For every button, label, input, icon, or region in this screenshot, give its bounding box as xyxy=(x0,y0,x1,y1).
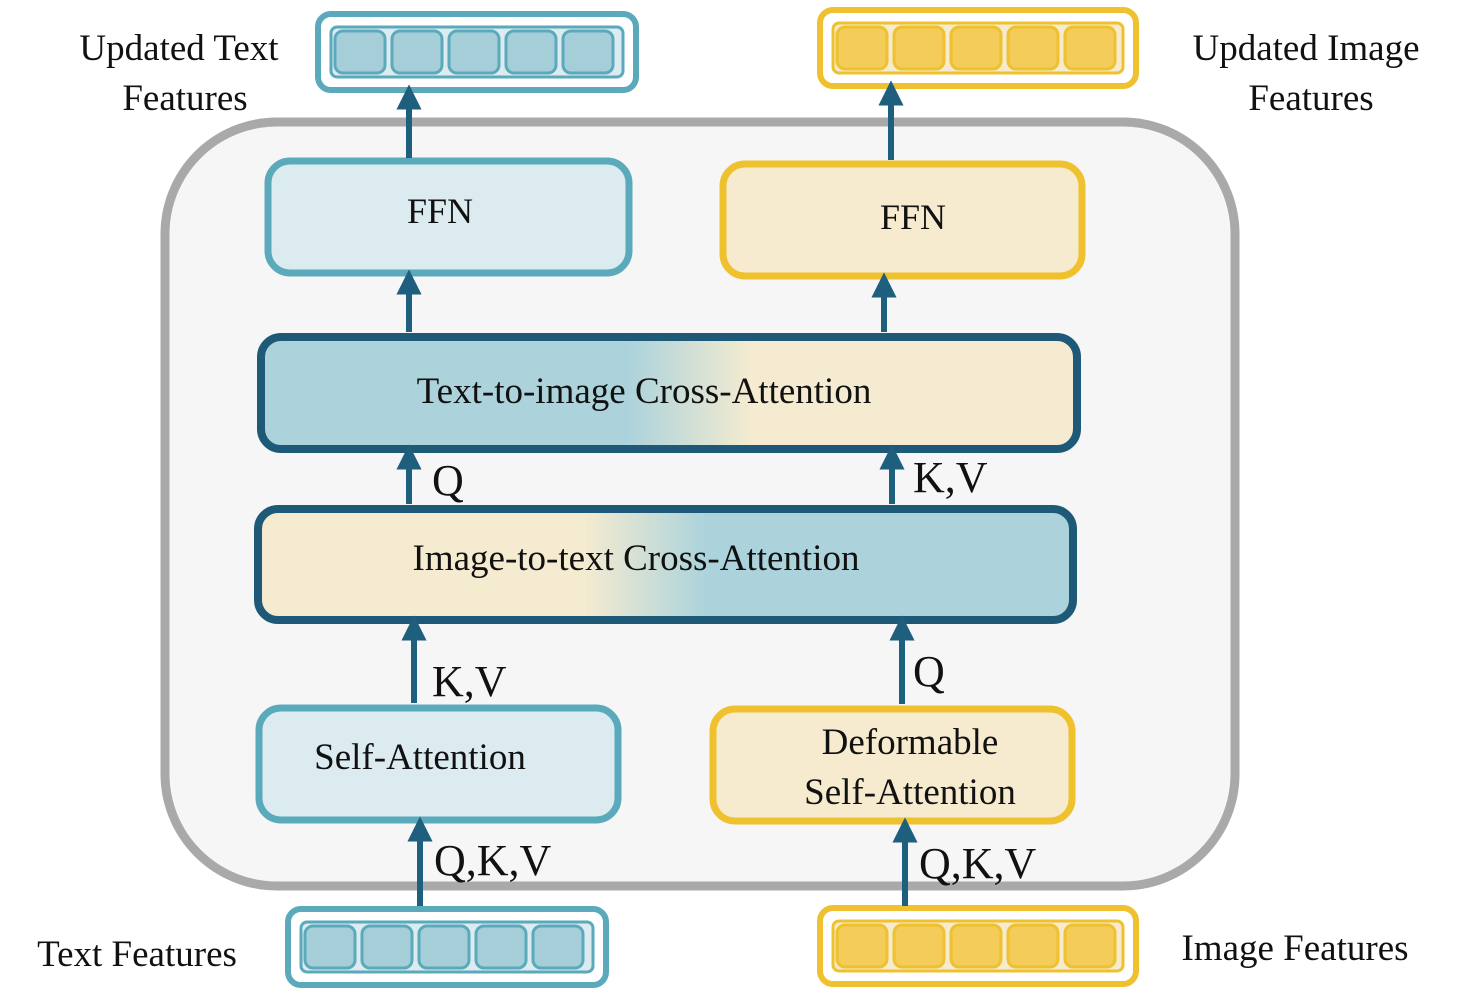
updated-text-token-strip xyxy=(315,11,639,93)
token-cell xyxy=(1063,923,1117,969)
token-cell xyxy=(1006,25,1060,71)
token-cell xyxy=(561,29,615,75)
updated-text-features-label-line1: Updated Text xyxy=(79,28,279,69)
image-to-text-cross-attention-block xyxy=(254,505,1077,624)
ffn-text-block xyxy=(264,157,633,277)
token-cell xyxy=(835,923,889,969)
image-features-label: Image Features xyxy=(1181,928,1408,969)
qkv-label-image: Q,K,V xyxy=(919,839,1037,888)
image-features-token-strip xyxy=(817,905,1139,987)
token-cell xyxy=(1006,923,1060,969)
updated-text-features-label-line2: Features xyxy=(122,78,247,119)
text-features-token-strip xyxy=(285,906,609,988)
text-to-image-cross-attention-block xyxy=(257,333,1081,453)
text-features-label: Text Features xyxy=(37,934,237,975)
image-to-text-cross-attention-label: Image-to-text Cross-Attention xyxy=(413,538,860,579)
ffn-text-label: FFN xyxy=(407,191,473,231)
token-cell xyxy=(333,29,387,75)
token-cell xyxy=(504,29,558,75)
encoder-container xyxy=(160,117,1240,891)
kv-label-i2t: K,V xyxy=(432,657,507,706)
ffn-image-label: FFN xyxy=(880,197,946,237)
qkv-label-text: Q,K,V xyxy=(434,836,552,885)
deformable-label-line2: Self-Attention xyxy=(804,772,1016,813)
ffn-image-block xyxy=(719,160,1086,280)
token-cell xyxy=(447,29,501,75)
token-cell xyxy=(892,25,946,71)
token-cell xyxy=(303,924,357,970)
token-cell xyxy=(360,924,414,970)
token-cell xyxy=(949,25,1003,71)
self-attention-label: Self-Attention xyxy=(314,737,526,778)
token-cell xyxy=(892,923,946,969)
token-cell xyxy=(531,924,585,970)
q-label-i2t: Q xyxy=(913,647,945,696)
q-label-t2i: Q xyxy=(432,456,464,505)
token-cell xyxy=(949,923,1003,969)
token-cell xyxy=(835,25,889,71)
kv-label-t2i: K,V xyxy=(913,453,988,502)
token-cell xyxy=(417,924,471,970)
deformable-label-line1: Deformable xyxy=(822,722,999,763)
updated-image-features-label-line2: Features xyxy=(1248,78,1373,119)
text-to-image-cross-attention-label: Text-to-image Cross-Attention xyxy=(417,371,872,412)
updated-image-features-label-line1: Updated Image xyxy=(1192,28,1419,69)
self-attention-block xyxy=(255,704,622,824)
token-cell xyxy=(390,29,444,75)
token-cell xyxy=(474,924,528,970)
token-cell xyxy=(1063,25,1117,71)
updated-image-token-strip xyxy=(817,7,1139,89)
